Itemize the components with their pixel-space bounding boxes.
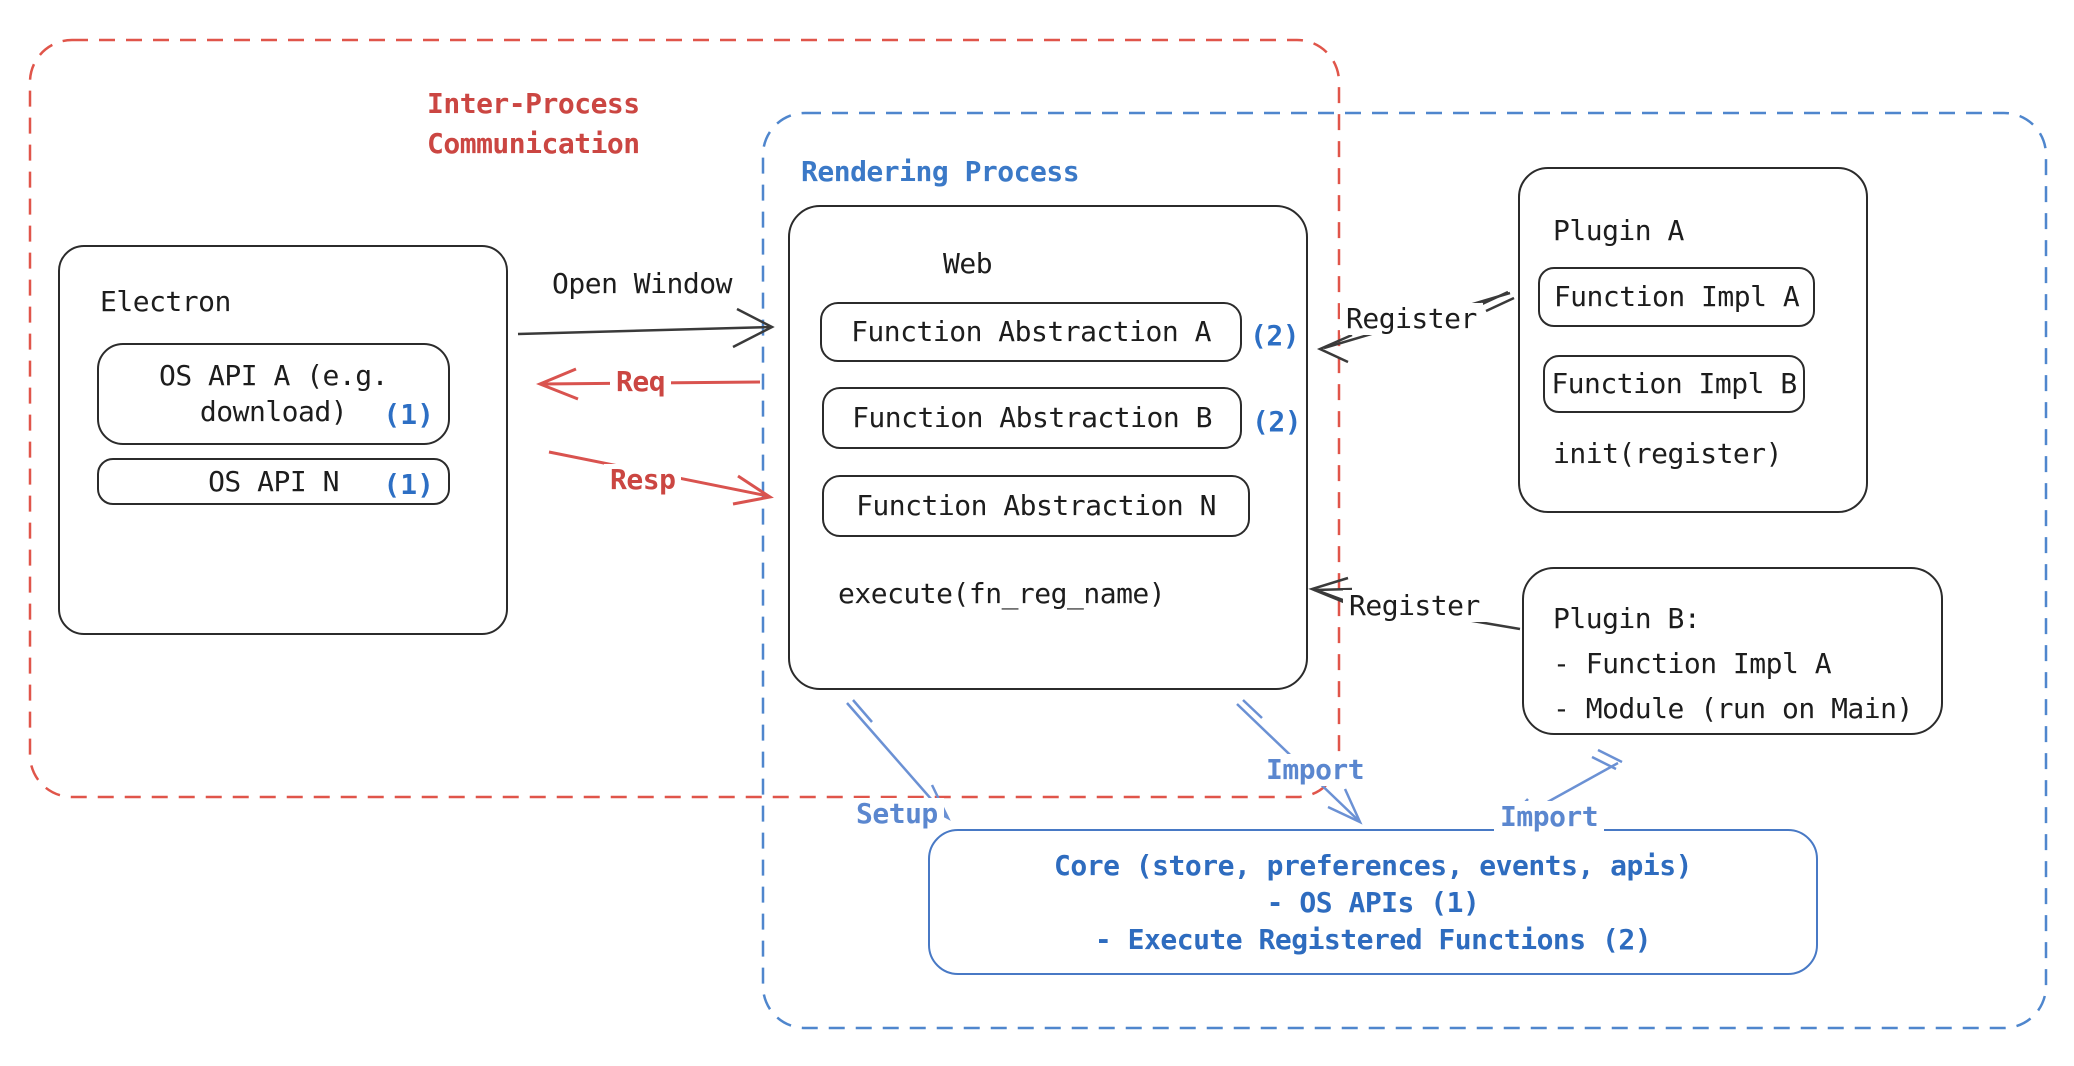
import-web-label: Import bbox=[1260, 754, 1371, 786]
web-title: Web bbox=[943, 247, 993, 280]
core-box: Core (store, preferences, events, apis) … bbox=[928, 829, 1818, 975]
function-impl-b-label: Function Impl B bbox=[1551, 367, 1797, 400]
function-abstraction-a-ref: (2) bbox=[1250, 319, 1300, 352]
open-window-arrow bbox=[517, 307, 775, 349]
plugin-a-box bbox=[1518, 167, 1868, 513]
os-api-a-line1: OS API A (e.g. bbox=[158, 359, 389, 392]
register-bottom-label: Register bbox=[1343, 590, 1486, 622]
plugin-b-box bbox=[1522, 567, 1943, 735]
plugin-a-title: Plugin A bbox=[1553, 214, 1684, 247]
core-line3: - Execute Registered Functions (2) bbox=[1094, 922, 1652, 956]
electron-title: Electron bbox=[100, 285, 231, 318]
rendering-dashed-region bbox=[761, 111, 2048, 1030]
function-abstraction-a-label: Function Abstraction A bbox=[851, 315, 1211, 348]
setup-label: Setup bbox=[850, 798, 944, 830]
core-line1: Core (store, preferences, events, apis) bbox=[1054, 848, 1692, 882]
os-api-n-box: OS API N (1) bbox=[97, 458, 450, 505]
open-window-label: Open Window bbox=[552, 267, 732, 300]
os-api-a-line2: download) bbox=[199, 395, 348, 428]
function-abstraction-n-label: Function Abstraction N bbox=[856, 489, 1216, 522]
function-abstraction-b-box: Function Abstraction B bbox=[822, 387, 1242, 449]
resp-label: Resp bbox=[604, 464, 682, 496]
import-pluginb-label: Import bbox=[1494, 801, 1605, 833]
os-api-n-label: OS API N bbox=[208, 464, 339, 498]
function-impl-a-label: Function Impl A bbox=[1553, 280, 1800, 313]
register-top-label: Register bbox=[1340, 303, 1483, 335]
function-impl-a-box: Function Impl A bbox=[1538, 267, 1815, 327]
core-line2: - OS APIs (1) bbox=[1266, 885, 1480, 919]
os-api-a-ref: (1) bbox=[383, 398, 434, 431]
req-label: Req bbox=[610, 366, 672, 398]
plugin-b-text: Plugin B:- Function Impl A- Module (run … bbox=[1553, 602, 1913, 725]
function-abstraction-b-label: Function Abstraction B bbox=[852, 401, 1212, 434]
os-api-a-box: OS API A (e.g. download) (1) bbox=[97, 343, 450, 445]
function-abstraction-a-box: Function Abstraction A bbox=[820, 302, 1242, 362]
function-abstraction-n-box: Function Abstraction N bbox=[822, 475, 1250, 537]
ipc-dashed-region bbox=[28, 38, 1341, 799]
init-register-label: init(register) bbox=[1553, 437, 1783, 470]
execute-label: execute(fn_reg_name) bbox=[838, 577, 1166, 610]
os-api-n-ref: (1) bbox=[383, 468, 434, 501]
function-abstraction-b-ref: (2) bbox=[1252, 405, 1302, 438]
function-impl-b-box: Function Impl B bbox=[1543, 355, 1805, 413]
rendering-region-label: Rendering Process bbox=[801, 155, 1080, 188]
